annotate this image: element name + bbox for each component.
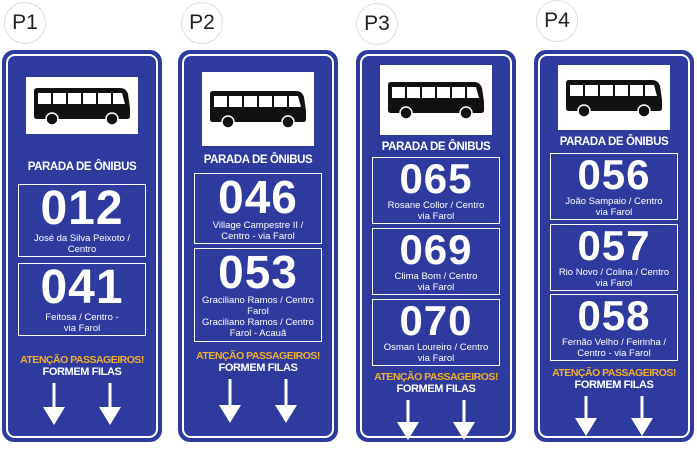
arrows (396, 400, 476, 440)
route-destination: Centro - via Farol (577, 348, 651, 359)
arrows (574, 396, 654, 436)
route-destination: Centro - via Farol (221, 231, 295, 242)
route-destination: via Farol (417, 211, 455, 222)
route-number: 069 (399, 226, 473, 273)
route-destination: via Farol (595, 207, 633, 218)
sign-title: PARADA DE ÔNIBUS (27, 161, 137, 173)
queue-text: FORMEM FILAS (42, 366, 122, 378)
route-destination: Farol (247, 306, 269, 317)
route-destination: João Sampaio / Centro (565, 196, 663, 207)
route-destination: via Farol (63, 323, 101, 334)
stop-label: P3 (356, 3, 398, 45)
arrows (42, 383, 122, 425)
route-destination: Graciliano Ramos / Centro (202, 295, 314, 306)
bus-icon (34, 87, 130, 126)
route-destination: Rio Novo / Colina / Centro (558, 267, 670, 278)
down-arrow-icon (631, 396, 653, 436)
stop-label: P1 (4, 2, 46, 44)
down-arrow-icon (397, 400, 419, 440)
route-number: 046 (218, 171, 298, 223)
route-destination: Clima Bom / Centro (394, 271, 478, 282)
down-arrow-icon (219, 379, 241, 423)
warning-text: ATENÇÃO PASSAGEIROS! (374, 371, 498, 383)
route-number: 065 (399, 155, 473, 202)
sign-title: PARADA DE ÔNIBUS (203, 154, 313, 166)
sign-title: PARADA DE ÔNIBUS (381, 141, 491, 153)
bus-panel (558, 65, 670, 130)
stop-label: P4 (536, 0, 578, 42)
queue-text: FORMEM FILAS (574, 379, 654, 391)
stop-label: P2 (181, 2, 223, 44)
route-destination: Rosane Collor / Centro (387, 200, 485, 211)
down-arrow-icon (43, 383, 65, 425)
down-arrow-icon (275, 379, 297, 423)
route-number: 070 (399, 297, 473, 344)
route-number: 012 (40, 182, 124, 235)
route-destination: Farol - Acauã (229, 328, 287, 339)
route-number: 053 (218, 246, 298, 298)
bus-panel (202, 72, 314, 146)
route-destination: via Farol (417, 282, 455, 293)
route-destination: via Farol (417, 353, 455, 364)
bus-panel (380, 65, 492, 135)
bus-icon (210, 91, 306, 129)
queue-text: FORMEM FILAS (218, 362, 298, 374)
arrows (218, 379, 298, 423)
route-destination: Fernão Velho / Feirinha / (561, 337, 667, 348)
queue-text: FORMEM FILAS (396, 383, 476, 395)
route-destination: José da Silva Peixoto / (33, 233, 131, 244)
down-arrow-icon (99, 383, 121, 425)
warning-text: ATENÇÃO PASSAGEIROS! (20, 354, 144, 366)
route-number: 041 (40, 261, 124, 314)
route-destination: Graciliano Ramos / Centro (202, 317, 314, 328)
warning-text: ATENÇÃO PASSAGEIROS! (196, 350, 320, 362)
route-destination: Feitosa / Centro - (45, 312, 119, 323)
bus-icon (566, 79, 662, 118)
route-number: 056 (577, 151, 651, 198)
route-number: 058 (577, 292, 651, 339)
route-destination: Osman Loureiro / Centro (383, 342, 489, 353)
route-number: 057 (577, 222, 651, 269)
sign-title: PARADA DE ÔNIBUS (559, 136, 669, 148)
route-destination: via Farol (595, 278, 633, 289)
route-destination: Village Campestre II / (212, 220, 304, 231)
down-arrow-icon (575, 396, 597, 436)
route-destination: Centro (67, 244, 97, 255)
bus-panel (26, 77, 138, 134)
warning-text: ATENÇÃO PASSAGEIROS! (552, 367, 676, 379)
down-arrow-icon (453, 400, 475, 440)
bus-icon (388, 82, 484, 120)
